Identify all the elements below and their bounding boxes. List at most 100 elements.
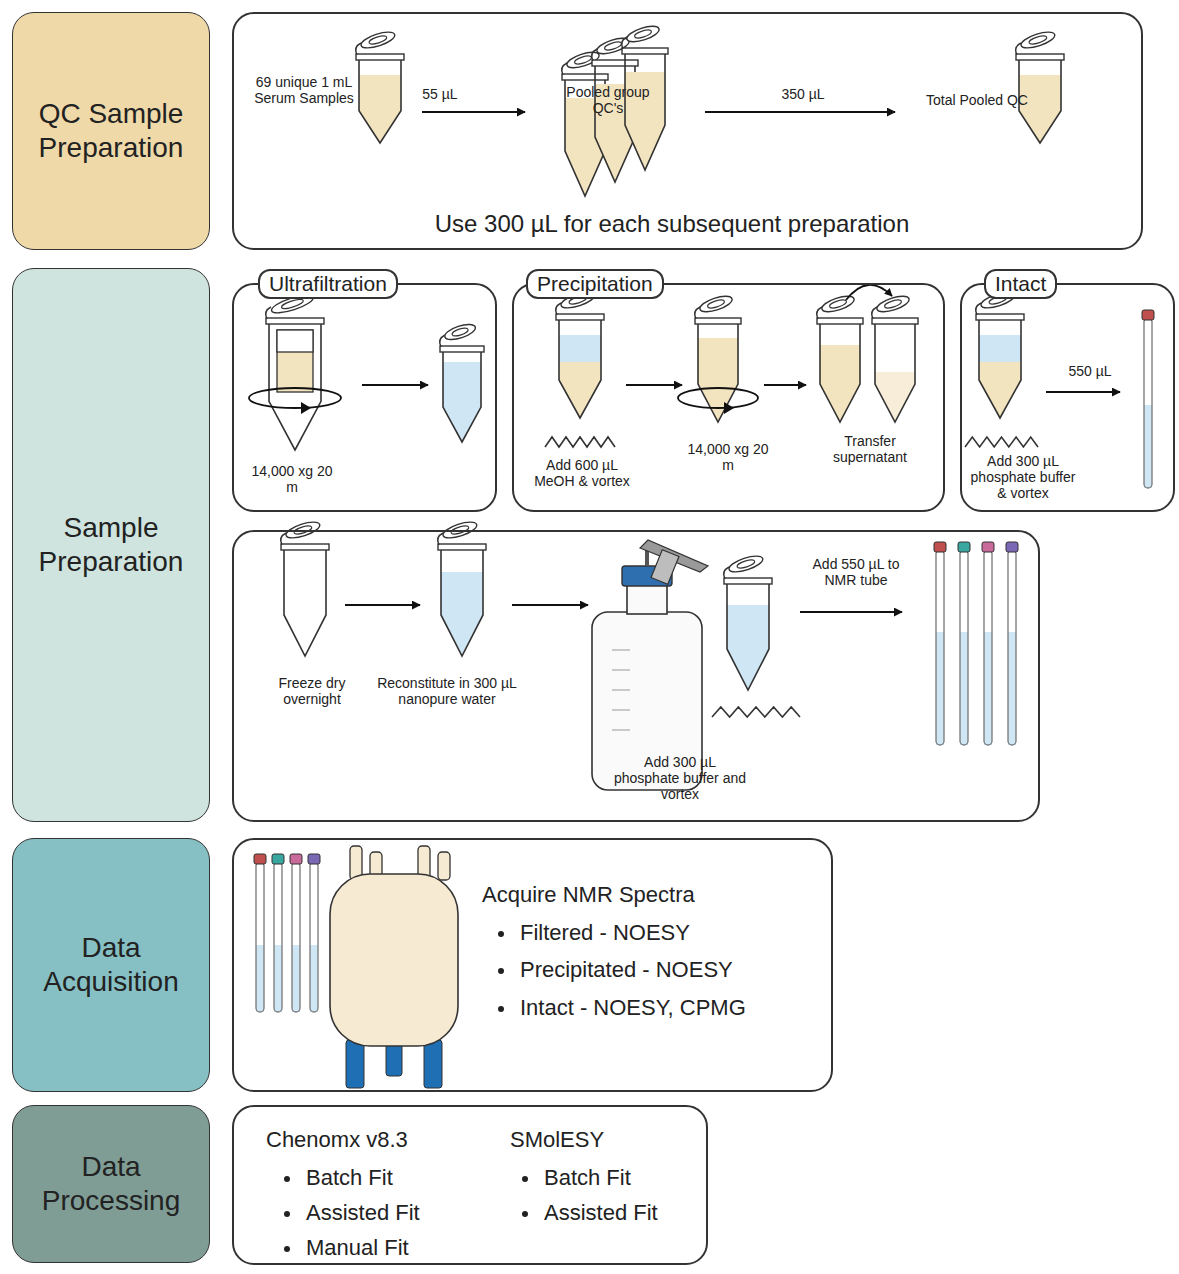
- tube-outline: [875, 322, 915, 422]
- nmr-tube-liquid: [256, 945, 264, 1012]
- tube-hinge: [266, 307, 271, 319]
- stage-band: Sample Preparation: [12, 268, 210, 822]
- step-label: SMolESY: [510, 1127, 690, 1152]
- text-slot: Add 550 µL to NMR tube: [800, 556, 912, 588]
- tube-lid: [625, 23, 661, 45]
- step-panel: 69 unique 1 mL Serum Samples Pooled group…: [232, 12, 1143, 250]
- text-slot: Precipitation: [526, 269, 664, 299]
- tube-icon: [356, 29, 404, 143]
- text-slot: 14,000 xg 20 m: [680, 441, 776, 473]
- nmr-tube-cap: [254, 854, 266, 864]
- list-item: Batch Fit: [306, 1165, 476, 1190]
- nmr-tube-cap: [290, 854, 302, 864]
- text-slot: Pooled group QC's: [560, 84, 656, 116]
- nmr-tube-liquid: [310, 945, 318, 1012]
- tube-lid-plug: [707, 298, 726, 309]
- tube-outline: [284, 548, 326, 656]
- step-label: 69 unique 1 mL Serum Samples: [254, 74, 354, 106]
- tube-liquid: [559, 335, 601, 362]
- nmr-tube-cap: [308, 854, 320, 864]
- tube-lid-plug: [451, 327, 469, 338]
- tube-outline: [727, 582, 769, 690]
- volume-text: 55 µL: [405, 86, 475, 102]
- nmr-tube-liquid: [274, 945, 282, 1012]
- tube-icon: [281, 519, 329, 656]
- text-slot: Assisted Fit: [544, 1200, 694, 1225]
- flow-arrow: [512, 604, 588, 606]
- tube-hinge: [622, 37, 627, 49]
- tube-rim: [1016, 54, 1064, 60]
- nmr-tube: [958, 542, 970, 745]
- tube-hinge: [976, 303, 981, 315]
- tube-lid-plug: [574, 54, 593, 65]
- nmr-tube: [982, 542, 994, 745]
- step-panel: Freeze dry overnightReconstitute in 300 …: [232, 530, 1040, 822]
- nmr-tube-liquid: [960, 632, 968, 745]
- nmr-tube-cap: [272, 854, 284, 864]
- spin-arrow-head: [724, 402, 734, 414]
- section-tab: Precipitation: [526, 269, 664, 299]
- tube-rim: [592, 60, 638, 66]
- nmr-tube: [308, 854, 320, 1012]
- tube-rim: [724, 578, 772, 584]
- tube-lid: [727, 553, 764, 575]
- text-slot: Batch Fit: [306, 1165, 476, 1190]
- tube-liquid: [359, 75, 401, 143]
- nmr-tube-glass: [936, 550, 944, 745]
- flow-arrow: [764, 384, 806, 386]
- nmr-tube: [1142, 310, 1154, 488]
- tube-liquid: [698, 338, 738, 422]
- tube-icon: [724, 553, 772, 690]
- step-label: Chenomx v8.3: [266, 1127, 466, 1152]
- stage-title: Data Acquisition: [21, 931, 201, 998]
- bottle-grad: [612, 690, 630, 691]
- step-label: Transfer supernatant: [820, 433, 920, 465]
- stage-band: Data Acquisition: [12, 838, 210, 1092]
- text-slot: Acquire NMR Spectra: [482, 882, 812, 907]
- tube-lid: [1019, 29, 1056, 51]
- vortex-zigzag: [545, 437, 615, 447]
- tube-hinge: [724, 567, 729, 579]
- text-slot: Reconstitute in 300 µL nanopure water: [362, 675, 532, 707]
- bottle-grad: [612, 710, 630, 711]
- tube-lid: [359, 29, 396, 51]
- step-panel: IntactAdd 300 µL phosphate buffer & vort…: [960, 283, 1175, 512]
- nmr-tube-liquid: [936, 632, 944, 745]
- tube-rim: [281, 544, 329, 550]
- stage-title: Data Processing: [21, 1150, 201, 1217]
- tube-liquid: [441, 572, 483, 656]
- section-tab: Ultrafiltration: [258, 269, 398, 299]
- vortex-zigzag: [712, 707, 800, 717]
- tube-rim: [266, 318, 324, 324]
- tube-outline: [359, 58, 401, 143]
- text-slot: Add 600 µL MeOH & vortex: [532, 457, 632, 489]
- bullet-dot: [498, 931, 504, 937]
- nmr-tube-cap: [1142, 310, 1154, 320]
- tube-lid-plug: [736, 558, 755, 569]
- tube-outline: [269, 322, 321, 450]
- nmr-tube-cap: [934, 542, 946, 552]
- text-slot: Filtered - NOESY: [520, 920, 820, 945]
- nmr-tube-glass: [1144, 318, 1152, 488]
- tube-liquid: [1019, 75, 1061, 143]
- text-slot: 14,000 xg 20 m: [244, 463, 340, 495]
- tube-liquid: [443, 362, 481, 442]
- bottle-grad: [612, 730, 630, 731]
- list-item: Precipitated - NOESY: [520, 957, 820, 982]
- stage-band: QC Sample Preparation: [12, 12, 210, 250]
- volume-text: 350 µL: [768, 86, 838, 102]
- tube-hinge: [281, 533, 286, 545]
- tube-outline: [979, 318, 1021, 418]
- tube-rim: [976, 314, 1024, 320]
- section-tab: Intact: [984, 269, 1057, 299]
- tube-rim: [872, 318, 918, 324]
- step-label: Reconstitute in 300 µL nanopure water: [362, 675, 532, 707]
- text-slot: Manual Fit: [306, 1235, 476, 1260]
- step-label: Add 600 µL MeOH & vortex: [532, 457, 632, 489]
- transfer-arrow: [846, 285, 892, 300]
- tube-lid-plug: [281, 298, 305, 311]
- spin-arrow-head: [301, 402, 311, 414]
- step-label: Freeze dry overnight: [262, 675, 362, 707]
- tube-hinge: [556, 303, 561, 315]
